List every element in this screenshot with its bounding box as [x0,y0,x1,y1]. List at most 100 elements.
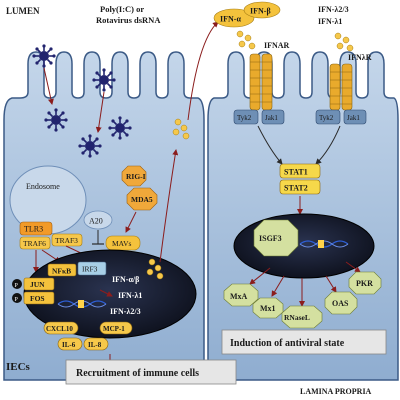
svg-text:Jak1: Jak1 [347,114,360,122]
ifn-particles [146,118,190,280]
virus-icon [43,107,69,133]
endosome-label: Endosome [26,182,60,191]
svg-text:MDA5: MDA5 [131,195,153,204]
isg-arrows [249,261,361,307]
phospho-badge: P [12,279,22,289]
stat1-box: STAT1 [279,163,321,179]
svg-text:Jak1: Jak1 [265,114,278,122]
svg-text:FOS: FOS [30,294,45,303]
ifn-l1-nuc-label: IFN-λ1 [118,291,142,300]
ifn-ab-nuc-label: IFN-α/β [112,275,139,284]
jak1-box-a: Jak1 [261,109,285,125]
svg-text:Tyk2: Tyk2 [319,114,334,122]
svg-text:CXCL10: CXCL10 [46,325,73,333]
svg-text:TRAF6: TRAF6 [23,239,46,248]
virus-icon [77,133,103,159]
ifn-release-arrow [187,21,219,121]
iecs-label: IECs [6,361,31,373]
ifn-ext-particles [236,30,354,52]
svg-text:RIG-I: RIG-I [126,172,146,181]
entry-arrow [95,91,105,133]
svg-text:NFκB: NFκB [52,267,71,276]
rig-i-octagon: RIG-I [121,165,147,187]
ifn-l1-ext-label: IFN-λ1 [318,17,342,26]
transcription-arrow [99,289,113,297]
stimulus-line1: Poly(I:C) or [100,4,144,14]
svg-text:STAT2: STAT2 [284,184,308,193]
ifnlr-receptor [329,63,353,111]
il8-box: IL-8 [83,337,109,351]
rig-mavs-arrow [125,211,137,233]
pkr-octagon: PKR [348,271,382,295]
nfkb-box: NFκB [47,263,77,277]
jun-box: JUN [23,277,55,291]
svg-text:TRAF3: TRAF3 [55,236,78,245]
isgf3-octagon: ISGF3 [253,219,299,257]
svg-text:MCP-1: MCP-1 [103,325,125,333]
stat2-box: STAT2 [279,179,321,195]
svg-text:RNaseL: RNaseL [284,313,310,322]
irf3-box: IRF3 [77,261,107,276]
tlr3-box: TLR3 [19,221,53,236]
stimulus-line2: Rotavirus dsRNA [96,15,161,25]
mcp1-box: MCP-1 [99,321,133,335]
phospho-badge: P [12,293,22,303]
svg-text:IL-8: IL-8 [88,341,102,349]
jak-stat-arrow-a [257,125,283,165]
secretion-arrow [159,149,179,263]
il6-box: IL-6 [57,337,83,351]
svg-text:IFN-β: IFN-β [250,7,271,16]
virus-icon [107,115,133,141]
tyk2-box-b: Tyk2 [315,109,341,125]
recruitment-box: Recruitment of immune cells [65,359,237,385]
ifnlr-label: IFNλR [348,53,372,62]
svg-text:TLR3: TLR3 [24,225,43,234]
virus-icon [31,43,57,69]
jak1-box-b: Jak1 [343,109,367,125]
fos-box: FOS [23,291,55,305]
rnasel-octagon: RNaseL [281,305,323,329]
lumen-label: LUMEN [6,6,40,16]
svg-text:MAVs: MAVs [112,239,132,248]
mx1-octagon: Mx1 [252,297,284,319]
lamina-propria-label: LAMINA PROPRIA [300,387,372,396]
svg-text:IRF3: IRF3 [82,265,98,274]
svg-text:Tyk2: Tyk2 [237,114,252,122]
ifnar-label: IFNAR [264,41,290,50]
svg-text:Induction of antiviral state: Induction of antiviral state [230,338,345,349]
svg-text:IL-6: IL-6 [62,341,76,349]
ifnar-receptor [249,53,273,111]
svg-text:JUN: JUN [30,280,45,289]
ifn-alpha-ellipse: IFN-α [213,8,255,28]
a20-ellipse: A20 [83,210,113,230]
entry-arrow [43,67,54,105]
dna-strand-icon [57,300,107,308]
svg-text:MxA: MxA [230,292,248,301]
oas-octagon: OAS [324,291,358,315]
ifn-l23-nuc-label: IFN-λ2/3 [110,307,141,316]
svg-text:Mx1: Mx1 [260,304,276,313]
svg-text:ISGF3: ISGF3 [259,234,282,243]
svg-text:PKR: PKR [356,279,373,288]
mavs-box: MAVs [105,235,141,251]
svg-text:P: P [15,297,19,303]
svg-text:A20: A20 [89,217,103,226]
mxa-octagon: MxA [223,283,259,307]
dna-strand-icon [299,240,349,248]
mda5-octagon: MDA5 [126,187,158,211]
cxcl10-box: CXCL10 [43,321,79,335]
svg-text:IFN-α: IFN-α [220,15,241,24]
traf3-box: TRAF3 [51,233,83,247]
svg-text:OAS: OAS [332,299,349,308]
jak-stat-arrow-b [315,125,341,165]
svg-text:STAT1: STAT1 [284,168,308,177]
svg-text:P: P [15,283,19,289]
ifn-l23-ext-label: IFN-λ2/3 [318,5,349,14]
tyk2-box-a: Tyk2 [233,109,259,125]
antiviral-state-box: Induction of antiviral state [221,329,387,355]
traf6-box: TRAF6 [19,236,51,250]
ifn-beta-ellipse: IFN-β [243,1,281,19]
svg-text:Recruitment of immune cells: Recruitment of immune cells [76,368,199,379]
